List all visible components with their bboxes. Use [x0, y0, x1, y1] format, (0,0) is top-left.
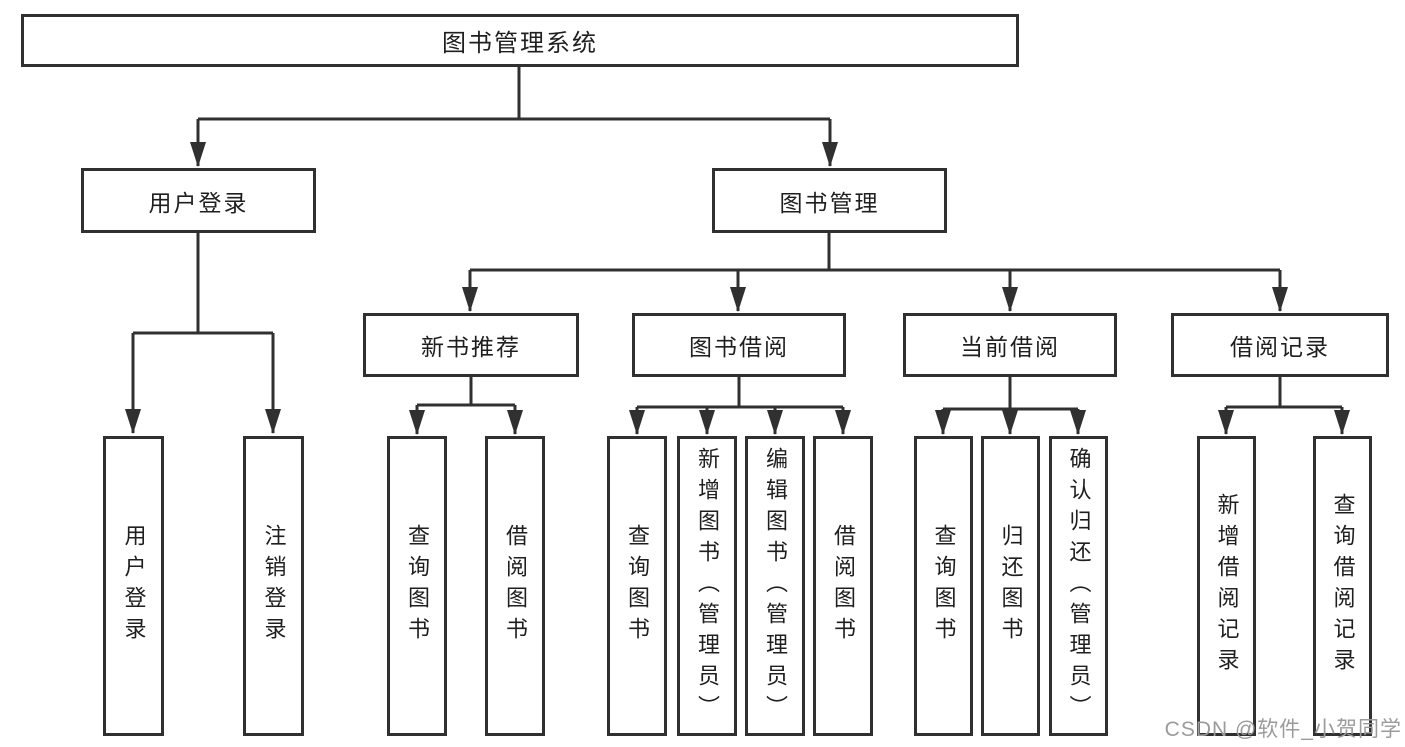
- arrowhead: [1002, 287, 1018, 312]
- node-label: 借阅图书: [831, 524, 856, 648]
- node-return-books: 归还图书: [981, 436, 1040, 736]
- node-label: 新增图书（管理员）: [695, 446, 720, 726]
- node-borrow-books-recommend: 借阅图书: [485, 436, 545, 736]
- arrowhead: [822, 142, 838, 167]
- connector-bookmgmt-to-level3: [468, 233, 1282, 311]
- node-add-books-admin: 新增图书（管理员）: [677, 436, 737, 736]
- node-label: 查询借阅记录: [1330, 493, 1356, 679]
- arrowhead: [629, 410, 645, 435]
- arrowhead: [265, 409, 281, 434]
- node-book-borrowing: 图书借阅: [632, 313, 846, 377]
- arrowhead: [1002, 410, 1018, 435]
- node-user-login-branch: 用户登录: [81, 168, 316, 233]
- arrowhead: [835, 410, 851, 435]
- arrowhead: [507, 410, 523, 435]
- node-label: 确认归还（管理员）: [1066, 446, 1092, 726]
- connector-records-to-leaves: [1224, 377, 1344, 434]
- node-label: 查询图书: [625, 524, 650, 648]
- node-book-management: 图书管理: [712, 168, 947, 233]
- node-query-books-borrowing: 查询图书: [607, 436, 667, 736]
- node-label: 注销登录: [261, 524, 287, 648]
- arrowhead: [409, 410, 425, 435]
- node-label: 查询图书: [405, 524, 430, 648]
- node-label: 查询图书: [931, 524, 957, 648]
- arrowhead: [125, 409, 141, 434]
- node-label: 图书借阅: [689, 334, 789, 360]
- arrowhead: [1070, 410, 1086, 435]
- arrowhead: [699, 410, 715, 435]
- node-borrow-records: 借阅记录: [1171, 313, 1389, 377]
- node-edit-books-admin: 编辑图书（管理员）: [745, 436, 805, 736]
- arrowhead: [190, 142, 206, 167]
- connector-recommend-to-leaves: [415, 377, 517, 434]
- node-new-book-recommend: 新书推荐: [363, 313, 579, 377]
- node-logout-login: 注销登录: [243, 436, 304, 736]
- node-add-borrow-record: 新增借阅记录: [1197, 436, 1256, 736]
- node-label: 用户登录: [148, 189, 249, 216]
- arrowhead: [1334, 410, 1350, 435]
- arrowhead: [1218, 410, 1234, 435]
- node-user-login: 用户登录: [103, 436, 164, 736]
- node-query-books-current: 查询图书: [914, 436, 973, 736]
- connector-borrowing-to-leaves: [635, 377, 845, 434]
- connector-userlogin-to-leaves: [131, 233, 275, 433]
- node-label: 借阅图书: [503, 524, 528, 648]
- arrowhead: [935, 410, 951, 435]
- arrowhead: [730, 287, 746, 312]
- node-label: 用户登录: [121, 524, 147, 648]
- connector-root-to-level2: [196, 67, 832, 166]
- node-label: 编辑图书（管理员）: [763, 446, 788, 726]
- node-borrow-books-borrowing: 借阅图书: [813, 436, 873, 736]
- node-query-books-recommend: 查询图书: [387, 436, 447, 736]
- arrowheads: [125, 142, 1350, 435]
- node-label: 新增借阅记录: [1214, 493, 1240, 679]
- node-label: 借阅记录: [1230, 334, 1330, 360]
- arrowhead: [462, 287, 478, 312]
- arrowhead: [767, 410, 783, 435]
- arrowhead: [1272, 287, 1288, 312]
- node-confirm-return-admin: 确认归还（管理员）: [1049, 436, 1108, 736]
- node-label: 图书管理系统: [442, 30, 598, 57]
- node-library-system: 图书管理系统: [21, 14, 1019, 67]
- node-current-borrowing: 当前借阅: [903, 313, 1117, 377]
- node-label: 新书推荐: [421, 334, 521, 360]
- node-query-borrow-record: 查询借阅记录: [1313, 436, 1372, 736]
- node-label: 图书管理: [779, 189, 880, 216]
- node-label: 归还图书: [998, 524, 1024, 648]
- node-label: 当前借阅: [960, 334, 1060, 360]
- csdn-watermark: CSDN @软件_小贺同学: [1164, 718, 1402, 741]
